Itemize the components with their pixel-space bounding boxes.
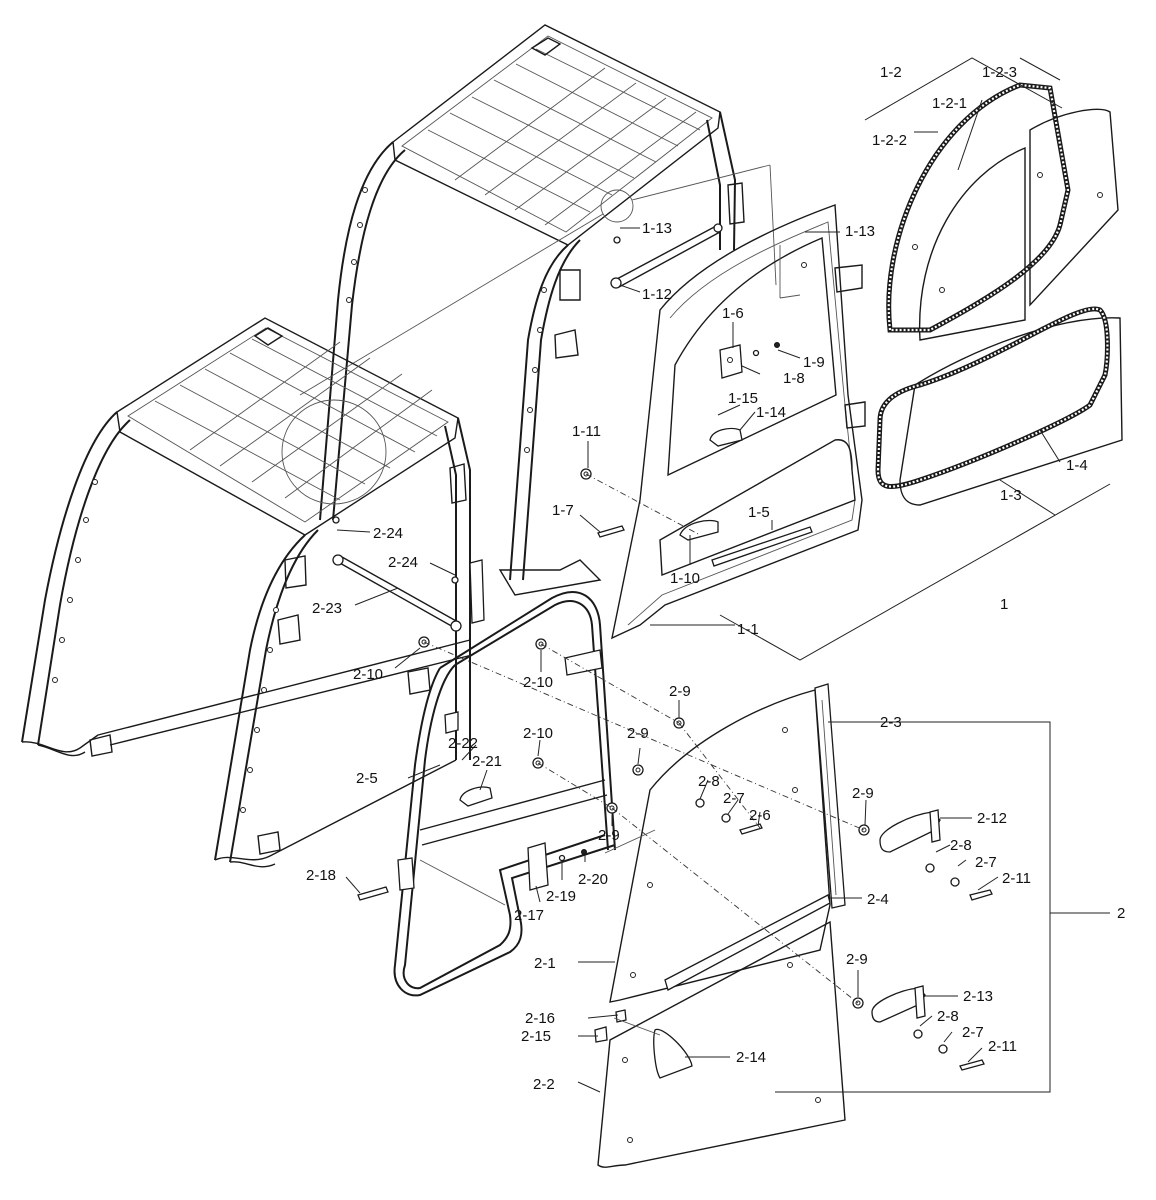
label-2-4: 2-4 — [867, 891, 889, 908]
label-1-2-2: 1-2-2 — [872, 132, 907, 149]
label-1-2-1: 1-2-1 — [932, 95, 967, 112]
label-2-23: 2-23 — [312, 600, 342, 617]
label-2-11-b: 2-11 — [988, 1038, 1017, 1055]
label-2-8-b: 2-8 — [950, 837, 972, 854]
label-2-19: 2-19 — [546, 888, 576, 905]
label-2-10-mid: 2-10 — [523, 674, 553, 691]
label-2-2: 2-2 — [533, 1076, 555, 1093]
label-2-24-top: 2-24 — [373, 525, 403, 542]
assembly-center-lines — [419, 473, 865, 1036]
label-2-10-left: 2-10 — [353, 666, 383, 683]
label-2-12: 2-12 — [977, 810, 1007, 827]
label-2-5: 2-5 — [356, 770, 378, 787]
label-2-7-c: 2-7 — [962, 1024, 984, 1041]
rear-cab-frame — [319, 24, 745, 596]
label-2-8-c: 2-8 — [937, 1008, 959, 1025]
label-2-20: 2-20 — [578, 871, 608, 888]
label-2-11-a: 2-11 — [1002, 870, 1031, 887]
leader-lines — [336, 57, 1111, 1093]
label-1-14: 1-14 — [756, 404, 786, 421]
label-1-4: 1-4 — [1066, 457, 1088, 474]
label-1-11: 1-11 — [572, 423, 601, 440]
label-2-9-a: 2-9 — [669, 683, 691, 700]
label-2-7-b: 2-7 — [975, 854, 997, 871]
label-2-18: 2-18 — [306, 867, 336, 884]
label-2-6: 2-6 — [749, 807, 771, 824]
label-1-15: 1-15 — [728, 390, 758, 407]
label-1-2: 1-2 — [880, 64, 902, 81]
label-2-13: 2-13 — [963, 988, 993, 1005]
label-1-2-3: 1-2-3 — [982, 64, 1017, 81]
label-1-3: 1-3 — [1000, 487, 1022, 504]
label-2-9-d: 2-9 — [598, 827, 620, 844]
label-2-3: 2-3 — [880, 714, 902, 731]
label-2-17: 2-17 — [514, 907, 544, 924]
label-1-13-door: 1-13 — [845, 223, 875, 240]
label-1-13-top: 1-13 — [642, 220, 672, 237]
detail-circle-lower — [281, 399, 387, 505]
label-2-8-a: 2-8 — [698, 773, 720, 790]
label-1-8: 1-8 — [783, 370, 805, 387]
part-labels: 1-2 1-2-3 1-2-1 1-2-2 1-13 1-13 1-12 1-6… — [306, 64, 1125, 1093]
detail-circle-upper — [600, 189, 634, 223]
label-2-1: 2-1 — [534, 955, 556, 972]
label-2-24-mid: 2-24 — [388, 554, 418, 571]
label-2-10-low: 2-10 — [523, 725, 553, 742]
label-2-7-a: 2-7 — [723, 790, 745, 807]
door-1-assembly — [580, 204, 866, 640]
label-1-5: 1-5 — [748, 504, 770, 521]
label-2-22: 2-22 — [448, 735, 478, 752]
label-1-6: 1-6 — [722, 305, 744, 322]
label-2-15: 2-15 — [521, 1028, 551, 1045]
front-cab-frame — [21, 317, 473, 868]
label-2-21: 2-21 — [472, 753, 502, 770]
label-2: 2 — [1117, 905, 1125, 922]
door-1-glass-parts — [864, 57, 1123, 506]
label-2-9-e: 2-9 — [846, 951, 868, 968]
door-2-assembly — [332, 516, 993, 1168]
label-2-9-c: 2-9 — [852, 785, 874, 802]
label-1: 1 — [1000, 596, 1008, 613]
label-1-7: 1-7 — [552, 502, 574, 519]
label-1-9: 1-9 — [803, 354, 825, 371]
label-2-14: 2-14 — [736, 1049, 766, 1066]
label-1-12: 1-12 — [642, 286, 672, 303]
label-1-10: 1-10 — [670, 570, 700, 587]
label-1-1: 1-1 — [737, 621, 759, 638]
label-2-9-b: 2-9 — [627, 725, 649, 742]
label-2-16: 2-16 — [525, 1010, 555, 1027]
